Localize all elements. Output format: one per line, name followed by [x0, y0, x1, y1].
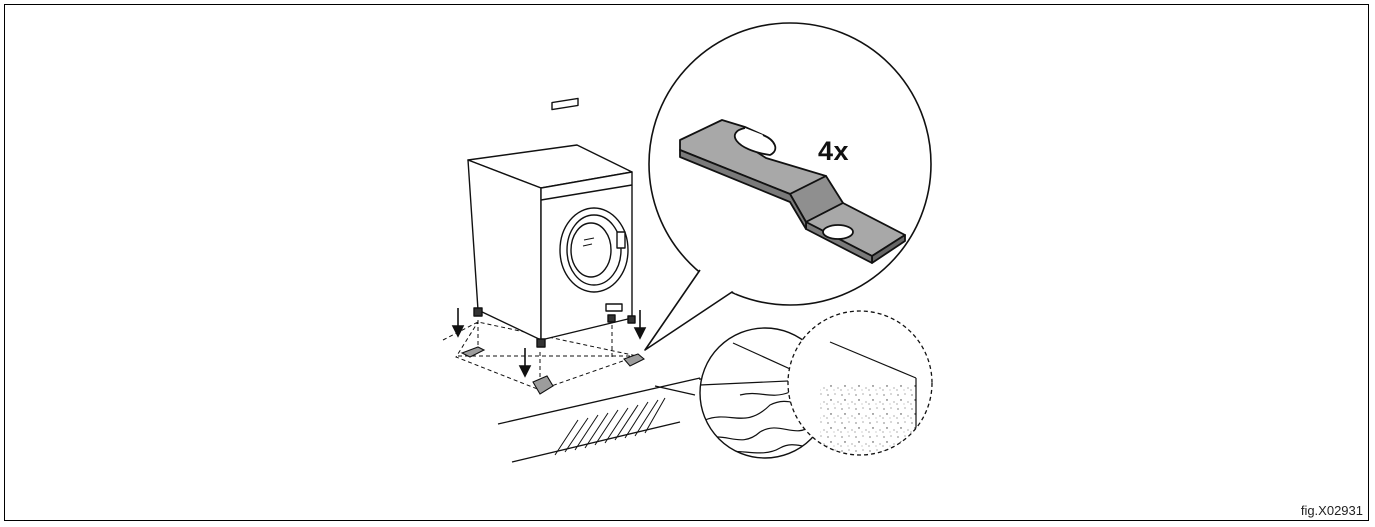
washing-machine-icon [467, 97, 636, 348]
bracket-magnifier [644, 22, 932, 351]
figure-id: fig.X02931 [1300, 503, 1363, 518]
concrete-floor-icon [787, 310, 933, 456]
wood-callout-line [654, 385, 696, 396]
placement-guide [442, 320, 640, 391]
quantity-label: 4x [818, 136, 850, 166]
figure-frame [4, 4, 1369, 521]
arrow-down-icon [451, 308, 647, 378]
mounting-bracket-icon [679, 119, 906, 264]
small-brackets [460, 346, 645, 395]
floor-hatching [554, 397, 666, 456]
floor-plinth [497, 377, 701, 463]
